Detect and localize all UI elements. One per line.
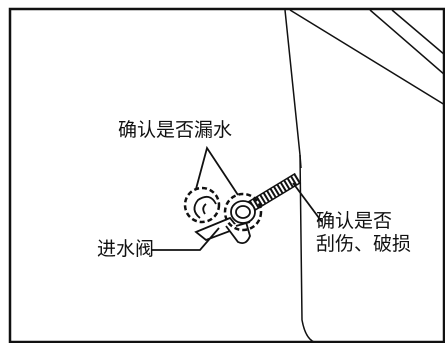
inlet-valve: [193, 195, 256, 245]
washer-body-outline: [284, 9, 445, 343]
callout-check-hose-line-1: 确认是否: [316, 210, 393, 232]
callout-check-leak: 确认是否漏水: [118, 119, 233, 141]
leak-check-circle-left: [183, 186, 221, 224]
leader-lines: [152, 145, 323, 251]
frame-border: [8, 7, 445, 343]
leak-check-circle-right: [223, 192, 263, 232]
callout-inlet-valve: 进水阀: [97, 238, 155, 260]
callout-check-hose-line-2: 刮伤、破损: [316, 233, 412, 255]
callout-check-hose: 确认是否 刮伤、破损: [316, 210, 411, 256]
